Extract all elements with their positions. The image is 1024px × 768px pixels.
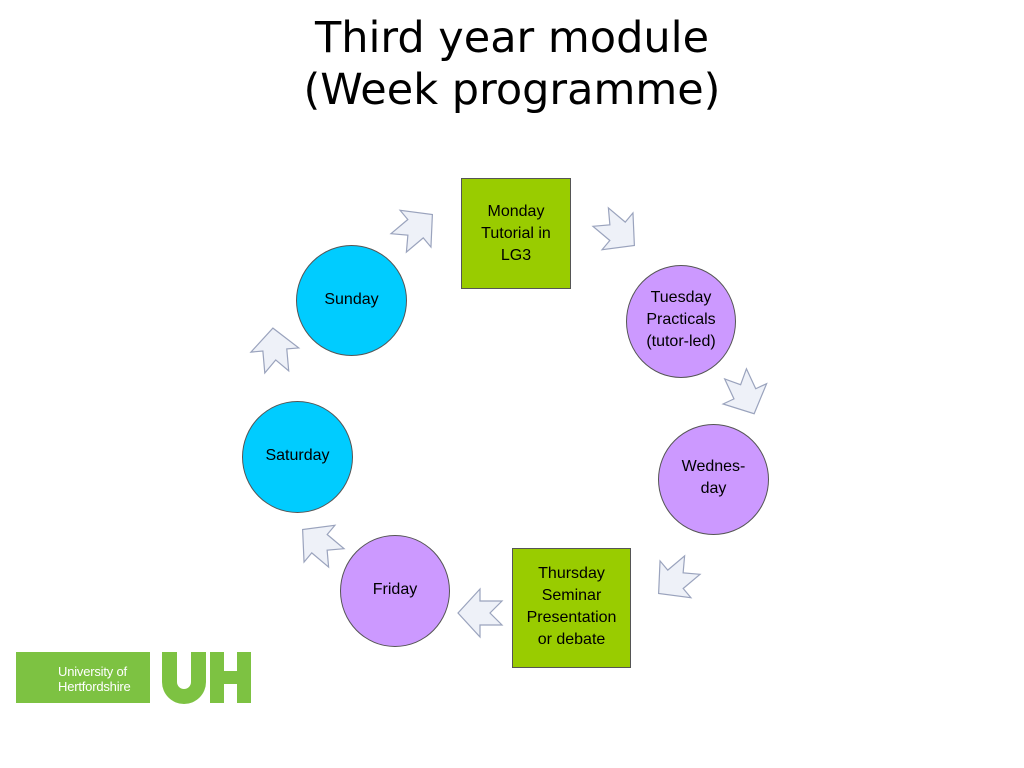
node-thursday-label: Thursday Seminar Presentation or debate — [526, 565, 617, 648]
node-thursday: Thursday Seminar Presentation or debate — [512, 548, 631, 668]
title-line-1: Third year module — [314, 13, 710, 63]
node-monday-label: Monday Tutorial in LG3 — [481, 203, 551, 264]
node-friday: Friday — [340, 535, 450, 647]
node-tuesday-label: Tuesday Practicals (tutor-led) — [646, 289, 716, 350]
logo-mark-h — [210, 652, 251, 703]
node-saturday: Saturday — [242, 401, 353, 513]
slide-title: Third year module (Week programme) — [0, 12, 1024, 116]
arrow-friday-to-saturday — [286, 510, 353, 577]
arrow-thursday-to-friday — [457, 588, 503, 638]
logo-line-2: Hertfordshire — [58, 679, 131, 694]
logo-text-panel — [16, 652, 150, 703]
logo-mark-u — [162, 652, 206, 704]
node-friday-label: Friday — [372, 581, 418, 598]
node-sunday-label: Sunday — [324, 291, 379, 308]
node-sunday: Sunday — [296, 245, 407, 356]
node-monday: Monday Tutorial in LG3 — [461, 178, 571, 289]
node-wednesday: Wednes- day — [658, 424, 769, 535]
logo-line-1: University of — [58, 664, 127, 679]
arrow-tuesday-to-wednesday — [713, 363, 777, 425]
arrow-monday-to-tuesday — [584, 198, 651, 265]
node-saturday-label: Saturday — [265, 447, 330, 464]
arrow-wednesday-to-thursday — [642, 546, 709, 613]
university-logo — [16, 652, 251, 704]
arrow-saturday-to-sunday — [248, 325, 302, 375]
arrow-sunday-to-monday — [382, 195, 449, 262]
node-wednesday-label: Wednes- day — [681, 458, 746, 497]
title-line-2: (Week programme) — [303, 65, 721, 115]
node-tuesday: Tuesday Practicals (tutor-led) — [626, 265, 736, 378]
